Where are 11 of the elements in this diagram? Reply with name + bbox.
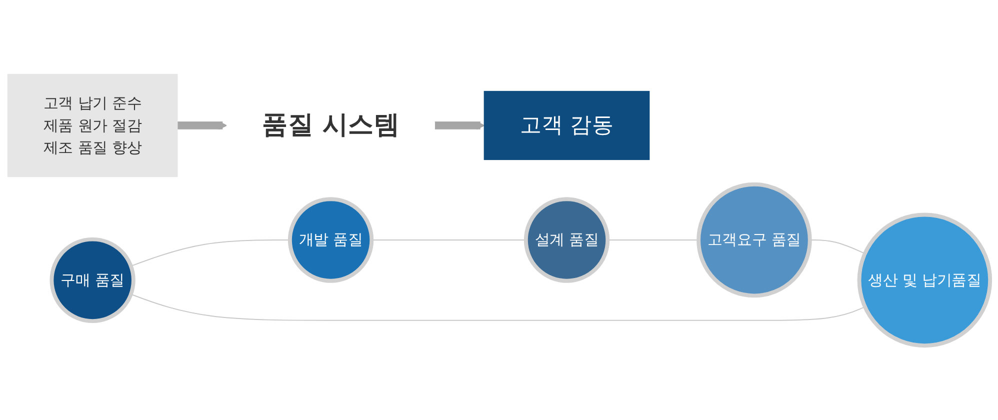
node-circle: 구매 품질 <box>50 237 136 324</box>
node-box: 고객 납기 준수 제품 원가 절감 제조 품질 향상 <box>7 74 178 178</box>
node-text: 품질 시스템 <box>262 110 400 140</box>
arrow <box>434 121 485 130</box>
node-circle: 고객요구 품질 <box>696 182 812 298</box>
node-circle: 설계 품질 <box>524 197 610 283</box>
connector <box>130 294 866 321</box>
node-circle: 생산 및 납기품질 <box>857 212 992 348</box>
node-circle: 개발 품질 <box>288 197 374 283</box>
node-box: 고객 감동 <box>484 90 650 160</box>
arrow <box>177 121 227 130</box>
